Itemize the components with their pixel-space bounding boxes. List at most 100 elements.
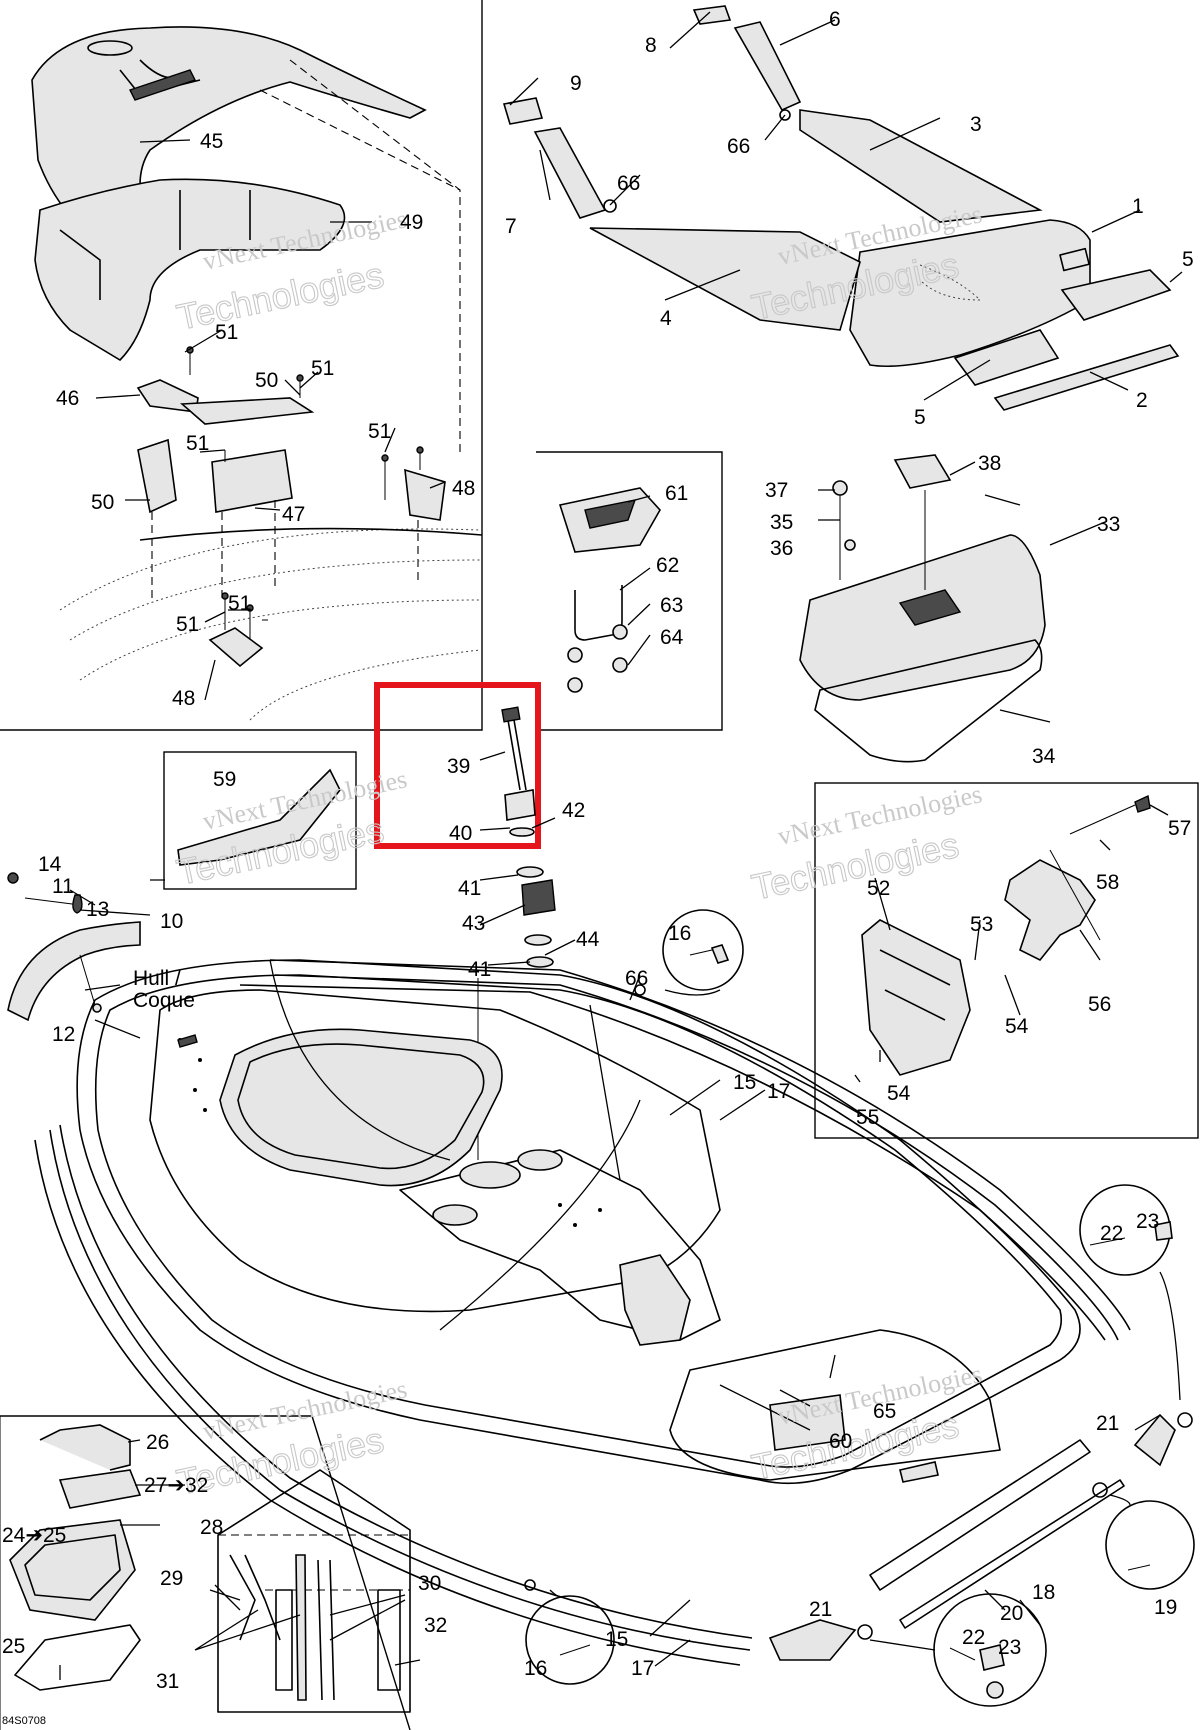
- lever-56: [1004, 859, 1096, 962]
- callout-61: 61: [665, 482, 688, 505]
- rail-10: [7, 921, 141, 1022]
- callout-33: 33: [1097, 513, 1120, 536]
- bracket-panel-frame: [163, 751, 357, 890]
- callout-50-left: 50: [91, 491, 114, 514]
- detail-16-top: [662, 909, 744, 991]
- callout-18: 18: [1032, 1581, 1055, 1604]
- callout-52: 52: [867, 877, 890, 900]
- callout-31: 31: [156, 1670, 179, 1693]
- detail-19: [1105, 1500, 1195, 1590]
- callout-49: 49: [400, 211, 423, 234]
- callout-50-top: 50: [255, 369, 278, 392]
- end-cap-21-rear: [1133, 1413, 1176, 1467]
- note-hull-en: Hull /: [133, 967, 181, 990]
- callout-48-right: 48: [452, 477, 475, 500]
- mat-2: [993, 344, 1180, 411]
- callout-54-b: 54: [887, 1082, 911, 1105]
- callout-10: 10: [160, 910, 183, 933]
- rear-storage-bin: [769, 1394, 846, 1451]
- callout-22-bottom: 22: [962, 1626, 985, 1649]
- callout-23-top: 23: [1136, 1210, 1159, 1233]
- callout-40: 40: [449, 822, 472, 845]
- callout-12: 12: [52, 1023, 75, 1046]
- callout-30: 30: [418, 1572, 441, 1595]
- rail-15-right: [239, 984, 1106, 1341]
- callout-2: 2: [1136, 389, 1148, 412]
- callout-58: 58: [1096, 871, 1119, 894]
- callout-51-f: 51: [176, 613, 199, 636]
- callout-6: 6: [829, 8, 841, 31]
- callout-32: 32: [424, 1614, 447, 1637]
- callout-23-bottom: 23: [998, 1636, 1021, 1659]
- mat-5-left: [953, 329, 1060, 386]
- bolt-39: [507, 719, 527, 791]
- seat-base: [34, 178, 346, 362]
- hull-outline-dotted: [59, 528, 481, 721]
- callout-5-left: 5: [914, 406, 926, 429]
- spring-57: [1134, 794, 1151, 813]
- callout-3: 3: [970, 113, 982, 136]
- callout-51-b: 51: [311, 357, 334, 380]
- callout-66-b: 66: [617, 172, 640, 195]
- callout-9: 9: [570, 72, 582, 95]
- cable-26: [39, 1424, 131, 1471]
- callout-35: 35: [770, 511, 793, 534]
- rail-18: [869, 1439, 1091, 1591]
- deck-footwell: [149, 989, 721, 1313]
- diagram-code: 84S0708: [2, 1715, 46, 1727]
- callout-65: 65: [873, 1400, 896, 1423]
- callout-24-25: 24➔25: [2, 1524, 66, 1547]
- screwdriver-31: [295, 1554, 307, 1701]
- callout-55: 55: [856, 1106, 879, 1129]
- bracket-48-lower: [208, 627, 264, 668]
- callout-17-top: 17: [767, 1080, 790, 1103]
- rub-rails: [7, 921, 1176, 1666]
- note-hull-fr: Coque: [133, 989, 195, 1012]
- callout-53: 53: [970, 913, 993, 936]
- callout-5-right: 5: [1182, 248, 1194, 271]
- seat-assembly: [31, 26, 483, 721]
- callout-19: 19: [1154, 1596, 1177, 1619]
- spacer-40: [504, 789, 536, 821]
- callout-21-rear: 21: [1096, 1412, 1119, 1435]
- callout-38: 38: [978, 452, 1001, 475]
- knob-assembly: [861, 794, 1151, 1076]
- callout-17-bottom: 17: [631, 1657, 654, 1680]
- seat-vents: [129, 69, 196, 101]
- callout-15-top: 15: [733, 1071, 756, 1094]
- gasket-34: [814, 639, 1043, 763]
- leader-lines: [59, 11, 1183, 1680]
- access-cover: [799, 454, 1046, 763]
- callout-4: 4: [660, 307, 672, 330]
- callout-48-lower: 48: [172, 687, 195, 710]
- callout-28: 28: [200, 1516, 223, 1539]
- callout-66-a: 66: [727, 135, 750, 158]
- handle-panel-frame: [536, 451, 723, 731]
- mat-4: [589, 227, 861, 331]
- callout-11: 11: [52, 875, 74, 898]
- gasket-25: [14, 1624, 141, 1691]
- screws-51: [186, 346, 424, 640]
- callout-1: 1: [1132, 195, 1144, 218]
- callout-26: 26: [146, 1431, 169, 1454]
- callout-54-a: 54: [1005, 1015, 1029, 1038]
- callout-51-c: 51: [368, 420, 391, 443]
- bracket-47: [211, 449, 293, 513]
- detail-circles: [524, 909, 1195, 1707]
- hull-deck: [76, 959, 1081, 1485]
- tool-kit: [9, 1424, 411, 1713]
- callout-44: 44: [576, 928, 600, 951]
- handle-kit: [558, 487, 661, 693]
- callout-41-a: 41: [458, 877, 481, 900]
- seat-panel-frame: [0, 0, 483, 731]
- watermarks: vNext Technologies Technologies vNext Te…: [173, 199, 985, 1503]
- knob-fastener-stack: [477, 706, 556, 1160]
- callout-51-d: 51: [186, 432, 209, 455]
- callout-46: 46: [56, 387, 79, 410]
- mat-1: [849, 219, 1091, 367]
- rod-58: [1069, 804, 1136, 835]
- bracket-50-left: [137, 438, 177, 514]
- grommet-43: [521, 879, 556, 916]
- callout-34: 34: [1032, 745, 1056, 768]
